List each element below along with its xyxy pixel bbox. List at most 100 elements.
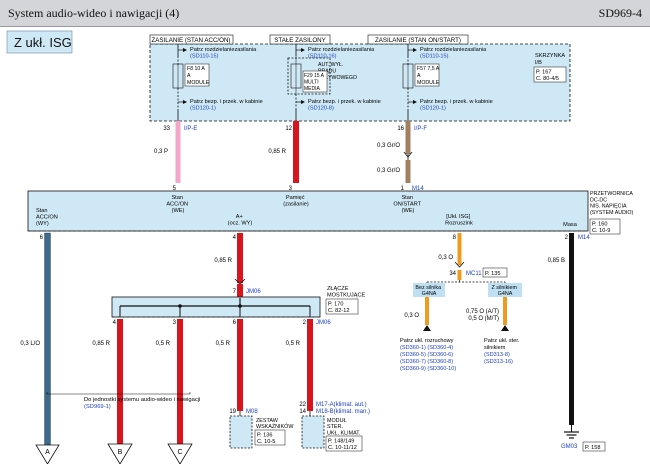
cluster-name: ZESTAW WSKAŹNIKÓW bbox=[256, 418, 294, 430]
junction-block: ZŁĄCZE MOSTKUJĄCE P. 170 C. 82-12 bbox=[111, 286, 365, 318]
junction-output-b: 4 0,85 R bbox=[92, 319, 133, 464]
converter-conn-ref: C. 10-9 bbox=[592, 228, 610, 234]
page-header: System audio-wideo i nawigacji (4) SD969… bbox=[0, 0, 650, 27]
dist-label-2: Patrz rozdzielaniezasilania bbox=[308, 47, 375, 53]
wire-label-2: 0,85 R bbox=[268, 149, 286, 155]
opt2-ref-2: (SD313-16) bbox=[484, 359, 513, 365]
wire-label-b: 0,85 R bbox=[92, 341, 110, 347]
pin-33: 33 bbox=[163, 126, 170, 132]
wire-label-opt2b: 0,5 O (M/T) bbox=[468, 316, 499, 322]
dist-ref-2: (SD110-16) bbox=[308, 54, 337, 60]
wire-tan bbox=[405, 121, 411, 154]
branch-acc: Patrz rozdzielaniezasilania (SD110-15) F… bbox=[154, 44, 263, 192]
opt2-ref-1: (SD313-8) bbox=[484, 352, 510, 358]
wire-label-opt1: 0,3 O bbox=[404, 313, 419, 319]
conn-ip-e: I/P-E bbox=[184, 126, 197, 132]
opt1-ref-4: (SD360-9) (SD360-10) bbox=[400, 366, 456, 372]
option-isg: Z silnikiem G4NA bbox=[492, 285, 519, 297]
conn-ip-f: I/P-F bbox=[414, 126, 427, 132]
starter-output: 8 0,3 O 34 MC11 P. 135 Bez silnika G4NA … bbox=[400, 233, 522, 372]
bottom-note: Do jednostki systemu audio-wideo i nawig… bbox=[84, 397, 200, 403]
conv-out-starter: [Ukł. ISG] Rozruszink bbox=[445, 214, 473, 227]
dist-ref-3: (SD110-15) bbox=[420, 54, 449, 60]
pin-7: 7 bbox=[233, 289, 237, 295]
wire-label-3: 0,3 Gr/O bbox=[377, 143, 400, 149]
pin-j4: 4 bbox=[113, 320, 117, 326]
junction-output-hvac: 2 JM06 0,5 R 22 14 M17-A(klimat. aut.) M… bbox=[286, 319, 370, 415]
acc-output: 6 0,3 L/O bbox=[20, 232, 60, 464]
fuse-2: F29 15 A MULTI MEDIA bbox=[304, 73, 325, 92]
conv-in-mem: Pamięć (zasilanie) bbox=[283, 195, 309, 208]
wire-blue bbox=[44, 232, 51, 446]
wire-black bbox=[569, 233, 574, 425]
conv-out-ground: Masa bbox=[563, 222, 578, 228]
pin-j3: 3 bbox=[173, 320, 177, 326]
junction-box-conn-ref: C. 80-4/5 bbox=[536, 76, 559, 82]
conv-in-acc: Stan ACC/ON (WE) bbox=[166, 195, 189, 214]
pin-12: 12 bbox=[285, 126, 292, 132]
dest-conn-m08: M08 bbox=[246, 409, 258, 415]
variant-label: Z ukł. ISG bbox=[14, 35, 72, 50]
conv-out-aplus: A+ (ocz. WY) bbox=[228, 214, 253, 227]
conv-out-acc: Stan ACC/ON (WY) bbox=[36, 208, 59, 227]
wire-label-acc: 0,3 L/O bbox=[20, 341, 40, 347]
opt1-dest: Patrz ukł. rozruchowy bbox=[400, 338, 454, 344]
fuse-3: F57 7,5 A A MODULE bbox=[417, 66, 440, 86]
pin-j2: 2 bbox=[303, 320, 307, 326]
cluster-conn-ref: C. 10-5 bbox=[257, 439, 275, 445]
fuse-1: F8 10 A A MODULE bbox=[187, 66, 210, 86]
bottom-note-ref: (SD969-1) bbox=[84, 404, 111, 410]
junction-box-name: SKRZYNKA I/B bbox=[535, 53, 566, 66]
wire-label-3b: 0,3 Gr/O bbox=[377, 168, 400, 174]
junction-conn-ref: C. 82-12 bbox=[328, 308, 349, 314]
option-no-isg: Bez silnika G4NA bbox=[415, 285, 442, 297]
hvac-module: MODUŁ STER. UKŁ. KLIMAT. P. 148/149 C. 1… bbox=[301, 411, 363, 452]
wire-label-c: 0,5 R bbox=[156, 341, 171, 347]
wire-pink bbox=[175, 121, 181, 183]
pin-6: 6 bbox=[40, 235, 44, 241]
letter-b: B bbox=[118, 449, 123, 456]
dest-pin-5: 5 bbox=[173, 186, 177, 192]
pin-8: 8 bbox=[453, 235, 457, 241]
conv-in-start: Stan ON/START (WE) bbox=[393, 195, 422, 214]
pin-16: 16 bbox=[397, 126, 404, 132]
hvac-page-ref: P. 148/149 bbox=[328, 439, 354, 445]
wire-red-memory bbox=[293, 121, 299, 183]
aplus-output: 4 0,85 R 7 JM06 bbox=[214, 233, 261, 298]
dest-pin-1: 1 bbox=[401, 186, 405, 192]
pin-j6: 6 bbox=[233, 320, 237, 326]
junction-name: ZŁĄCZE MOSTKUJĄCE bbox=[327, 286, 365, 299]
opt1-ref-2: (SD360-5) (SD360-6) bbox=[400, 352, 453, 358]
pin-4: 4 bbox=[233, 235, 237, 241]
pin-34: 34 bbox=[449, 271, 456, 277]
opt1-ref-3: (SD360-7) (SD360-8) bbox=[400, 359, 453, 365]
wire-label-opt2a: 0,75 O (A/T) bbox=[466, 309, 499, 315]
instrument-cluster: ZESTAW WSKAŹNIKÓW P. 136 C. 10-5 bbox=[229, 411, 294, 449]
dist-ref-1: (SD110-15) bbox=[190, 54, 219, 60]
pin-2: 2 bbox=[565, 235, 569, 241]
converter-name: PRZETWORNICA DC-DC NIS. NAPIĘCIA (SYSTEM… bbox=[590, 191, 634, 216]
dest-conn-m14: M14 bbox=[412, 186, 424, 192]
conn-jm06-b: JM06 bbox=[316, 320, 331, 326]
dest-pin-3: 3 bbox=[289, 186, 293, 192]
junction-output-cluster: 6 0,5 R 19 M08 bbox=[216, 319, 258, 415]
ground-label-3: Patrz bezp. i przek. w kabinie bbox=[420, 99, 493, 105]
hvac-conn-b: M18-B(klimat. man.) bbox=[316, 409, 370, 415]
ground-ref-2: (SD120-8) bbox=[308, 106, 334, 112]
supply-label-acc: ZASILANIE (STAN ACC/ON) bbox=[152, 37, 231, 44]
junction-output-c: 3 0,5 R bbox=[156, 319, 193, 464]
wire-label-starter: 0,3 O bbox=[438, 255, 453, 261]
page-title: System audio-wideo i nawigacji (4) bbox=[8, 6, 180, 20]
hvac-conn-ref: C. 10-11/12 bbox=[328, 445, 357, 451]
hvac-conn-a: M17-A(klimat. aut.) bbox=[316, 402, 367, 408]
wire-label-ground: 0,85 B bbox=[548, 258, 565, 264]
junction-box-page-ref: P. 167 bbox=[536, 70, 551, 76]
ground-id: GM03 bbox=[561, 444, 578, 450]
ground-page-ref: P. 158 bbox=[585, 445, 600, 451]
dist-label-3: Patrz rozdzielaniezasilania bbox=[420, 47, 487, 53]
supply-label-const: STAŁE ZASILONY bbox=[274, 37, 325, 44]
branch-start: Patrz rozdzielaniezasilania (SD110-15) F… bbox=[377, 44, 493, 192]
supply-label-start: ZASILANIE (STAN ON/START) bbox=[375, 37, 461, 44]
conn-m14-ground: M14 bbox=[578, 235, 590, 241]
